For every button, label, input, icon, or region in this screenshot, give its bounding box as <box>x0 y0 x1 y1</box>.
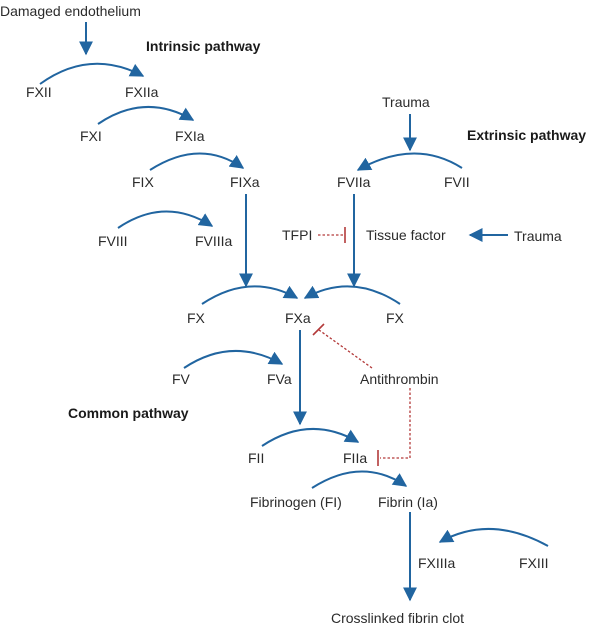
inhibit-antithrombin-fiia-line <box>380 388 411 459</box>
label-trauma-right: Trauma <box>514 228 562 244</box>
curve-fibrinogen-to-fibrin <box>311 470 408 489</box>
curve-fxiii-to-fxiiia <box>438 527 549 547</box>
label-fii: FII <box>248 450 265 466</box>
inhibit-antithrombin-fxa-line <box>318 329 373 369</box>
curve-fix-to-fixa <box>149 152 245 171</box>
curve-fxii-to-fxiia <box>39 62 145 85</box>
curve-fxi-to-fxia <box>97 105 195 125</box>
label-trauma-top: Trauma <box>382 94 430 110</box>
label-fiia: FIIa <box>343 450 368 466</box>
label-fibrinogen: Fibrinogen (FI) <box>250 494 342 510</box>
label-fx-right: FX <box>386 310 404 326</box>
label-fvii: FVII <box>444 174 470 190</box>
curve-fx-left-to-fxa <box>201 285 299 305</box>
label-fixa: FIXa <box>230 174 260 190</box>
label-fviiia: FVIIIa <box>195 233 233 249</box>
label-fxa: FXa <box>285 310 311 326</box>
label-tfpi: TFPI <box>282 227 313 243</box>
curve-fv-to-fva <box>183 349 284 369</box>
label-fxiii: FXIII <box>519 555 549 571</box>
label-fx-left: FX <box>187 310 205 326</box>
curve-fx-right-to-fxa <box>303 285 401 305</box>
heading-intrinsic-pathway: Intrinsic pathway <box>146 38 261 54</box>
heading-extrinsic-pathway: Extrinsic pathway <box>467 127 587 143</box>
inhibit-bar-fxa <box>312 323 325 336</box>
label-antithrombin: Antithrombin <box>360 371 439 387</box>
label-fxiiia: FXIIIa <box>418 555 456 571</box>
label-fv: FV <box>172 371 190 387</box>
label-tissue-factor: Tissue factor <box>366 227 446 243</box>
label-fix: FIX <box>132 174 154 190</box>
label-crosslinked-fibrin-clot: Crosslinked fibrin clot <box>331 610 465 626</box>
label-fxi: FXI <box>80 128 102 144</box>
label-fxia: FXIa <box>175 128 205 144</box>
curve-fviii-to-fviiia <box>117 210 214 229</box>
label-damaged-endothelium: Damaged endothelium <box>0 3 141 19</box>
heading-common-pathway: Common pathway <box>68 405 189 421</box>
label-fxii: FXII <box>26 84 52 100</box>
curve-fvii-to-fviia <box>356 152 463 171</box>
curve-fii-to-fiia <box>261 427 360 447</box>
label-fviia: FVIIa <box>337 174 371 190</box>
label-fva: FVa <box>267 371 292 387</box>
label-fviii: FVIII <box>98 233 128 249</box>
label-fxiia: FXIIa <box>125 84 159 100</box>
label-fibrin: Fibrin (Ia) <box>378 494 438 510</box>
